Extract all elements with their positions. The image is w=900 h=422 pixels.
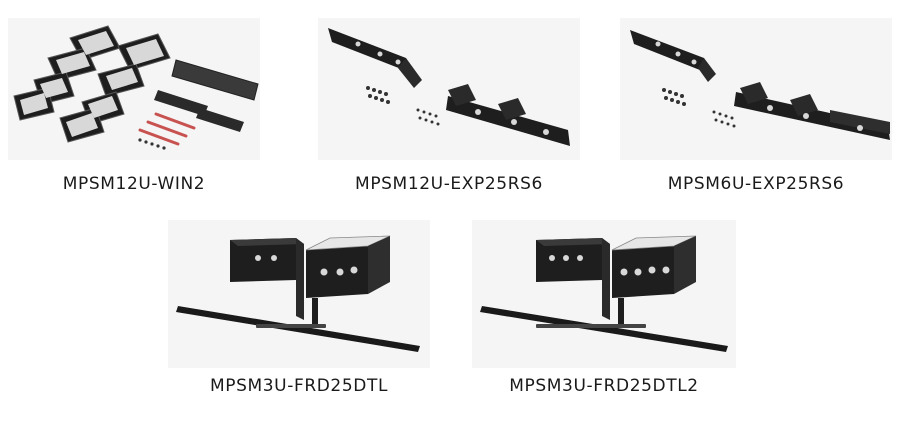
product-label-5: MPSM3U-FRD25DTL2 [509,376,699,396]
product-label-4: MPSM3U-FRD25DTL [209,376,389,396]
product-label-3: MPSM6U-EXP25RS6 [667,174,845,194]
product-label-1: MPSM12U-WIN2 [62,174,206,194]
expansion-rail-kit-icon [630,30,890,140]
product-image-mpsm12u-win2 [8,18,260,160]
product-image-mpsm6u-exp25rs6 [620,18,892,160]
product-image-mpsm12u-exp25rs6 [318,18,580,160]
product-image-mpsm3u-frd25dtl2 [472,220,736,368]
expansion-rail-kit-icon [328,28,570,146]
bracket-rail-kit-icon [480,235,728,352]
bracket-rail-kit-icon [176,235,420,352]
window-kit-icon [13,25,259,150]
product-image-mpsm3u-frd25dtl [168,220,430,368]
product-label-2: MPSM12U-EXP25RS6 [355,174,543,194]
